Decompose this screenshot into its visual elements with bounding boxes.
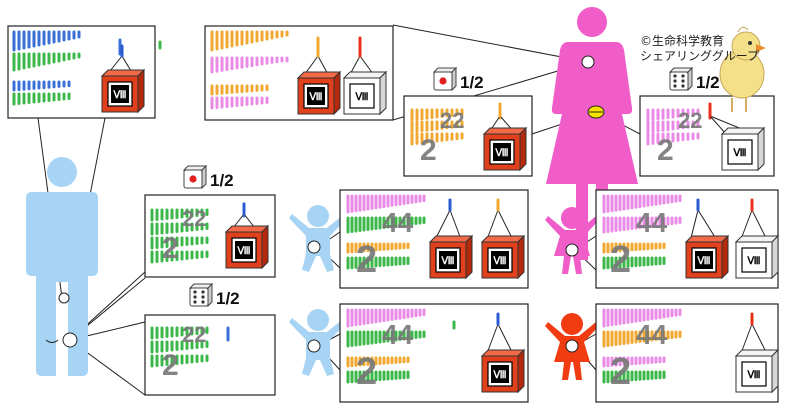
daughter-figure-carrier [545,207,599,274]
x-chromosome-box-icon: Ⅷ [225,202,269,269]
dau2-count: 44 [636,319,668,350]
x-chromosome-boxes: Ⅷ Ⅷ Ⅷ Ⅷ Ⅷ Ⅷ Ⅷ Ⅷ Ⅷ Ⅷ Ⅷ Ⅷ [101,44,779,393]
prob-mother-x1: 1/2 [460,73,484,92]
x-chromosome-box-icon: Ⅷ [735,312,779,393]
x-chromosome-box-icon: Ⅷ [101,44,145,113]
son-figure-1 [289,205,347,272]
scrotum-mark [45,339,59,343]
x-chromosome-box-icon: Ⅷ [685,198,729,279]
die-six-icon [669,67,693,91]
prob-father-x: 1/2 [216,289,240,308]
x-label: Ⅷ [112,90,126,101]
spermx-count: 22 [182,322,206,347]
magnifier-circles [58,55,595,353]
copyright-credit: ©生命科学教育 シェアリンググループ [640,34,759,64]
x-label: Ⅷ [236,246,250,257]
father-figure [26,157,98,376]
x-label: Ⅷ [492,256,506,267]
dau1-numeral: 2 [610,239,631,281]
son1-numeral: 2 [356,239,377,281]
x-label: Ⅷ [696,256,710,267]
die-one-icon [433,67,457,91]
x-label: Ⅷ [746,370,760,381]
credit-line-2: シェアリンググループ [640,49,760,63]
chick-mascot-icon [719,26,766,112]
prob-father-y: 1/2 [210,171,234,190]
egg2-numeral: 2 [657,134,674,167]
spermy-count: 22 [182,206,206,231]
chromosome-bars [12,30,712,384]
x-label: Ⅷ [732,148,746,159]
son2-numeral: 2 [356,351,377,393]
dau1-count: 44 [636,207,668,238]
die-one-icon [183,165,207,189]
egg1-count: 22 [440,108,464,133]
x-label: Ⅷ [494,148,508,159]
karyotype-labels: 2 22 2 22 2 22 2 22 2 44 2 44 2 44 2 44 [162,108,702,393]
x-chromosome-box-icon: Ⅷ [343,44,387,115]
x-label: Ⅷ [492,370,506,381]
x-chromosome-box-icon: Ⅷ [297,44,341,115]
prob-mother-x2: 1/2 [696,73,720,92]
die-six-icon [189,283,213,307]
x-chromosome-box-icon: Ⅷ [483,104,527,171]
dau2-numeral: 2 [610,351,631,393]
x-label: Ⅷ [440,256,454,267]
x-chromosome-box-icon: Ⅷ [481,312,525,393]
x-chromosome-box-icon: Ⅷ [481,198,525,279]
x-chromosome-box-icon: Ⅷ [708,104,765,171]
x-label: Ⅷ [354,92,368,103]
egg1-numeral: 2 [420,134,437,167]
credit-line-1: ©生命科学教育 [640,34,725,48]
egg2-count: 22 [678,108,702,133]
x-label: Ⅷ [746,256,760,267]
x-chromosome-box-icon: Ⅷ [429,198,473,279]
spermx-numeral: 2 [162,349,179,382]
x-chromosome-box-icon: Ⅷ [735,198,779,279]
x-label: Ⅷ [308,92,322,103]
son1-count: 44 [382,207,414,238]
spermy-numeral: 2 [162,232,179,265]
son2-count: 44 [382,319,414,350]
